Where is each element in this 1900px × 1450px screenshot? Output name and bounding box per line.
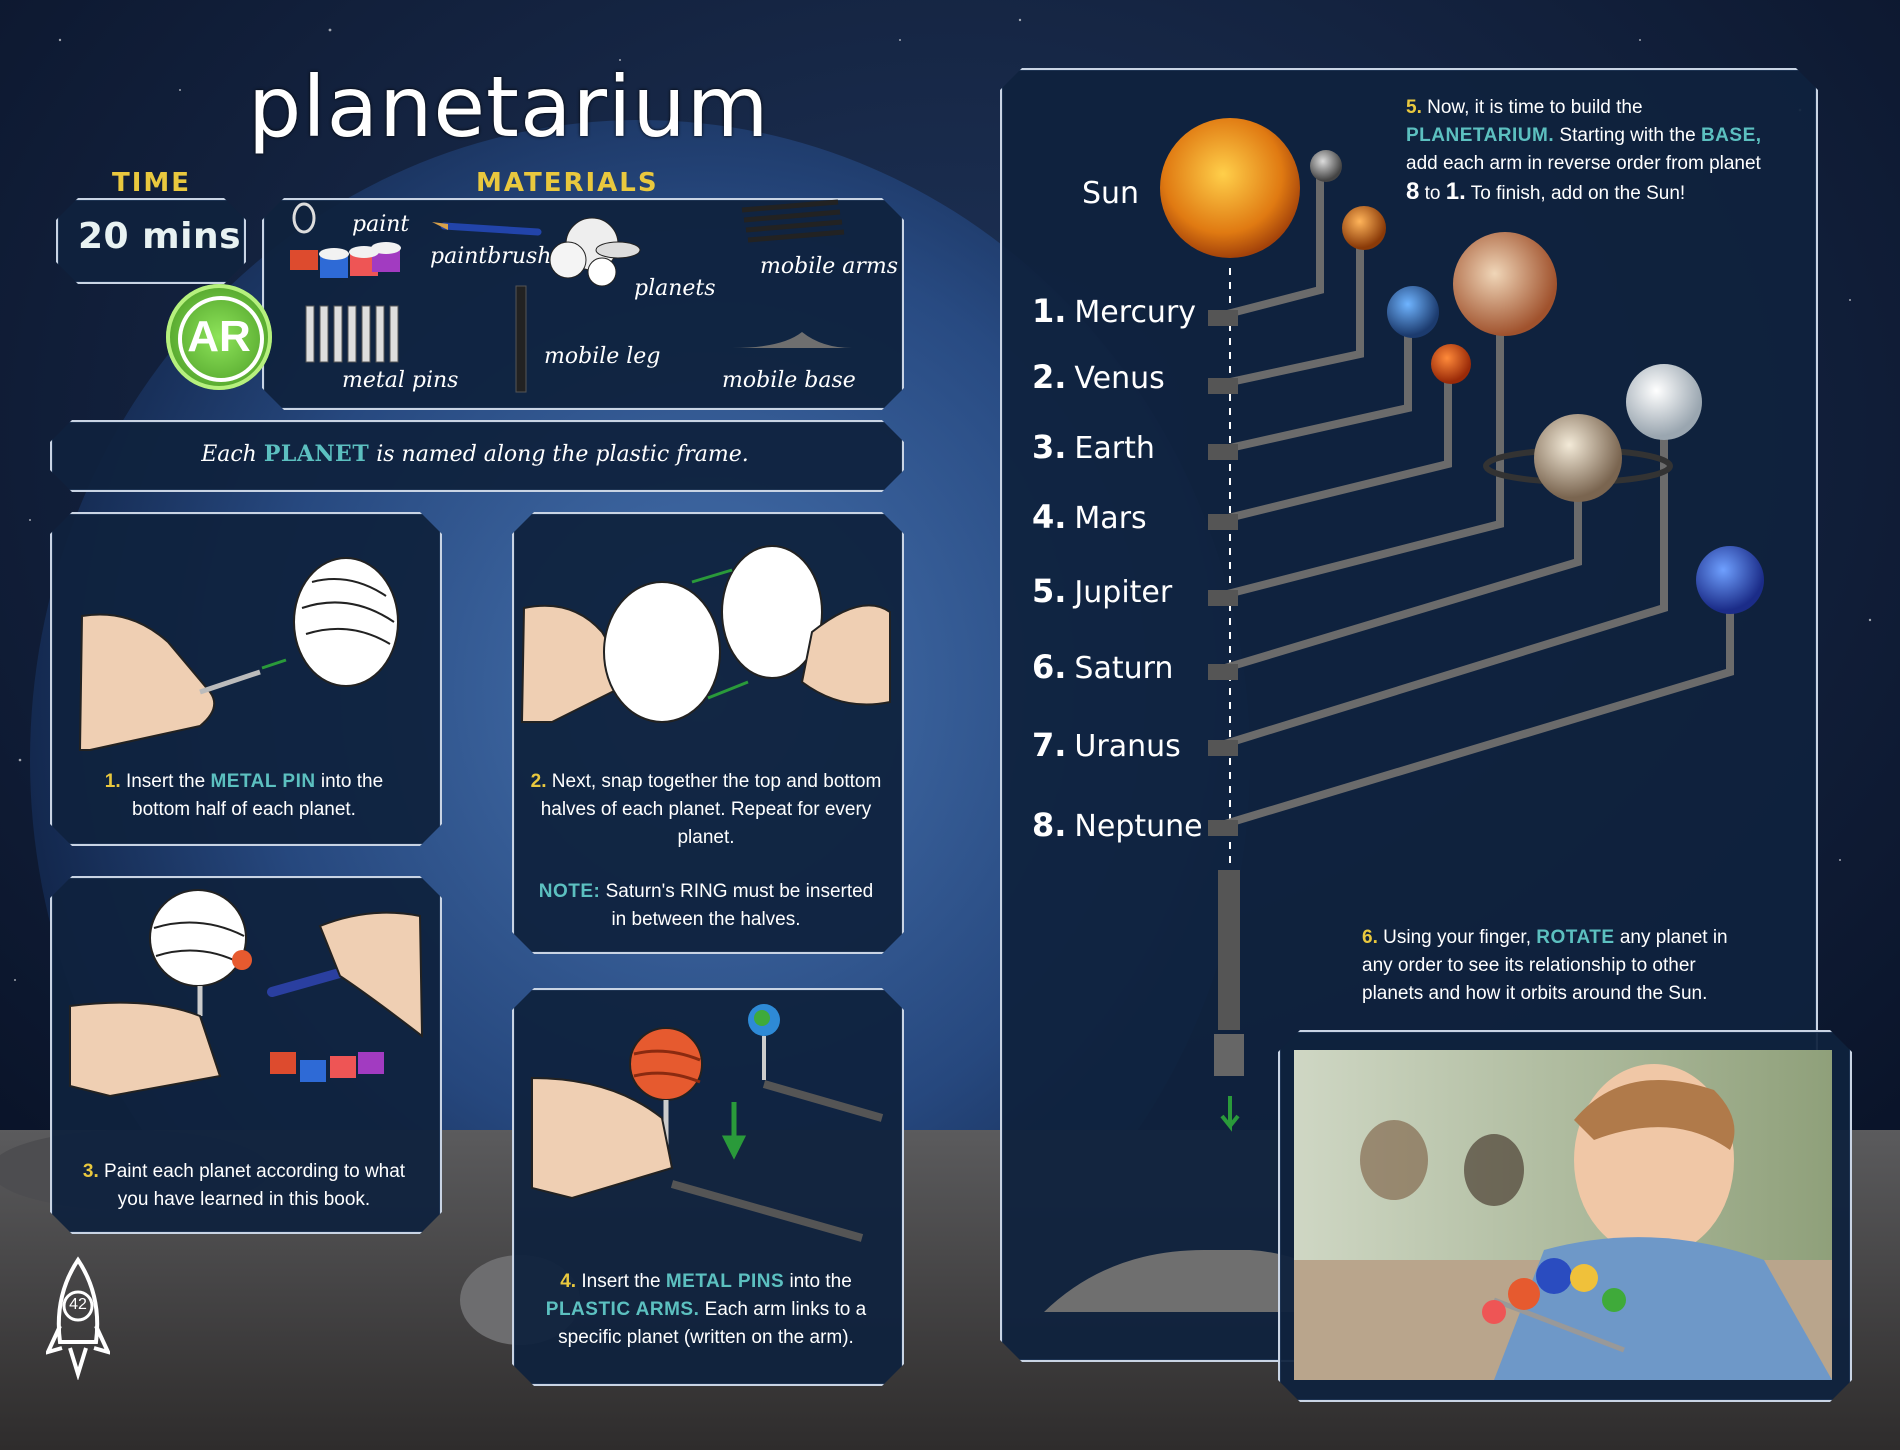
step-1-caption: 1. Insert the METAL PIN into the bottom … — [104, 771, 384, 820]
mercury-icon — [1310, 150, 1342, 182]
step-1-illustration — [78, 557, 399, 751]
rocket-icon — [46, 1256, 110, 1380]
time-label: TIME — [112, 168, 192, 198]
sun-icon — [1160, 118, 1300, 258]
mobile-arms-icon — [741, 199, 845, 243]
time-box — [56, 198, 246, 284]
time-value: 20 mins — [78, 216, 242, 257]
ar-badge-text: AR — [187, 312, 251, 361]
earth-icon — [1387, 286, 1439, 338]
step-2-caption: 2. Next, snap together the top and botto… — [530, 771, 882, 848]
boy-with-planetarium-photo — [1294, 1050, 1832, 1380]
planet-label-venus: 2.Venus — [1032, 358, 1165, 396]
ar-badge-ring — [178, 296, 264, 382]
material-mobile-arms: mobile arms — [760, 254, 899, 279]
step-6-text: 6. Using your finger, ROTATE any planet … — [1362, 927, 1728, 1004]
neptune-icon — [1696, 546, 1764, 614]
mars-icon — [1431, 344, 1471, 384]
step-2-note: NOTE: Saturn's RING must be inserted in … — [538, 881, 874, 930]
material-mobile-base: mobile base — [722, 368, 856, 393]
metal-pins-icon — [305, 305, 399, 363]
mobile-leg-icon — [515, 285, 527, 393]
step-4-caption: 4. Insert the METAL PINS into the PLASTI… — [545, 1271, 867, 1348]
planets-icon — [549, 217, 641, 287]
step-4-illustration — [531, 1004, 884, 1242]
sun-label: Sun — [1082, 176, 1140, 211]
planet-label-earth: 3.Earth — [1032, 428, 1155, 466]
material-paintbrush: paintbrush — [430, 244, 552, 269]
step-3-illustration — [69, 889, 424, 1098]
material-planets: planets — [634, 276, 716, 301]
planet-label-mercury: 1.Mercury — [1032, 292, 1197, 330]
step-2-panel — [512, 512, 904, 954]
page-title: planetarium — [248, 58, 770, 156]
uranus-icon — [1626, 364, 1702, 440]
stand-leg-icon — [1218, 870, 1240, 1030]
step-3-caption: 3. Paint each planet according to what y… — [82, 1161, 406, 1210]
materials-label: MATERIALS — [476, 168, 659, 198]
planet-label-jupiter: 5.Jupiter — [1032, 572, 1173, 610]
venus-icon — [1342, 206, 1386, 250]
page-number: 42 — [69, 1296, 87, 1313]
paint-icon — [290, 202, 401, 278]
material-metal-pins: metal pins — [342, 368, 459, 393]
planet-label-neptune: 8.Neptune — [1032, 806, 1203, 844]
saturn-icon — [1534, 414, 1622, 502]
mobile-base-icon — [732, 332, 852, 348]
planet-label-saturn: 6.Saturn — [1032, 648, 1174, 686]
paintbrush-icon — [432, 222, 542, 236]
planet-label-uranus: 7.Uranus — [1032, 726, 1181, 764]
info-banner-text: Each PLANET is named along the plastic f… — [201, 441, 749, 467]
material-paint: paint — [352, 212, 410, 237]
info-banner — [50, 420, 904, 492]
material-mobile-leg: mobile leg — [544, 344, 661, 369]
step-2-illustration — [520, 545, 891, 723]
step-5-text: 5. Now, it is time to build the PLANETAR… — [1406, 97, 1762, 205]
materials-illustrations — [290, 199, 852, 393]
planet-label-mars: 4.Mars — [1032, 498, 1147, 536]
jupiter-icon — [1453, 232, 1557, 336]
ar-badge: AR — [166, 284, 272, 390]
